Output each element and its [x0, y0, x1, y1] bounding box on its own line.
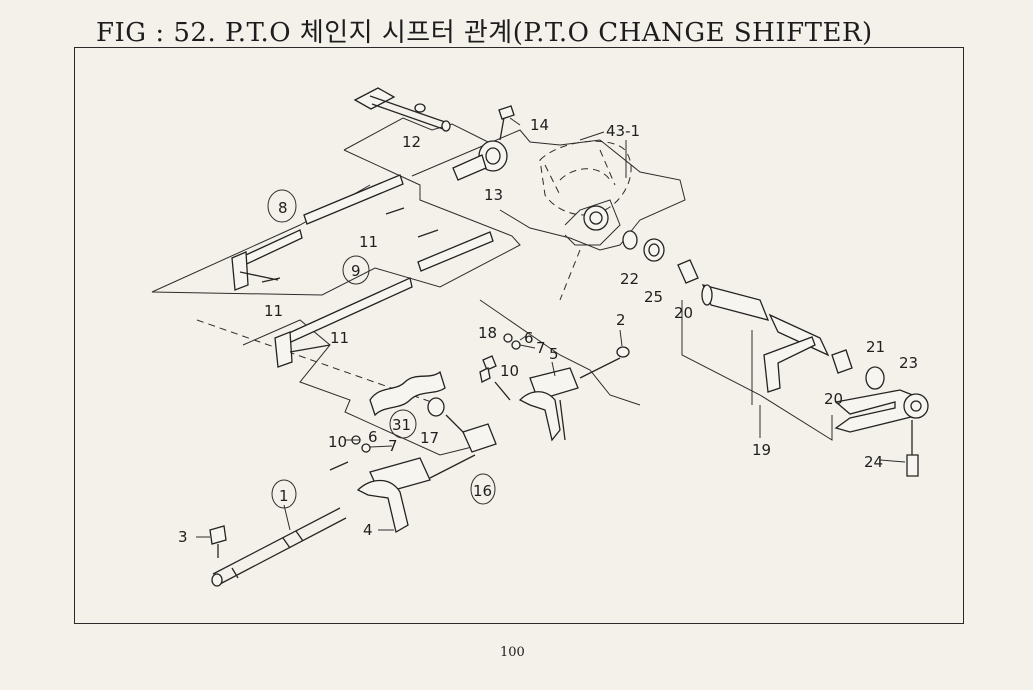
callout-labels: 8 9 11 11 11 12 13 14 43-1 22 25 20 2 18…	[178, 116, 918, 546]
callout-23: 23	[899, 354, 918, 372]
diagram-frame	[74, 47, 964, 624]
callout-10-b: 10	[328, 433, 347, 451]
callout-13: 13	[484, 186, 503, 204]
callout-31: 31	[392, 416, 411, 434]
part-31-plate	[369, 370, 446, 417]
callout-7-b: 7	[388, 437, 398, 455]
callout-19: 19	[752, 441, 771, 459]
callout-6-a: 6	[524, 329, 534, 347]
callout-4: 4	[363, 521, 373, 539]
callout-24: 24	[864, 453, 883, 471]
callout-2: 2	[616, 311, 626, 329]
part-1-shaft	[211, 507, 347, 587]
callout-6-b: 6	[368, 428, 378, 446]
part-22-ring	[622, 230, 638, 250]
page-number: 100	[500, 645, 525, 660]
callout-7-a: 7	[536, 339, 546, 357]
part-21-bushing	[865, 366, 885, 390]
plane-outlines	[151, 117, 833, 456]
part-11-pins	[261, 207, 439, 283]
part-5-shifter	[518, 357, 621, 442]
callout-1: 1	[279, 487, 289, 505]
callout-12: 12	[402, 133, 421, 151]
part-23-lever	[834, 389, 929, 455]
callout-8: 8	[278, 199, 288, 217]
callout-18: 18	[478, 324, 497, 342]
part-8-rod	[231, 174, 404, 291]
part-20-bushing	[677, 259, 699, 284]
part-9-rod	[274, 231, 494, 368]
callout-3: 3	[178, 528, 188, 546]
callout-22: 22	[620, 270, 639, 288]
callout-11-c: 11	[330, 329, 349, 347]
callout-20-b: 20	[824, 390, 843, 408]
callout-circles	[267, 189, 496, 509]
callout-21: 21	[866, 338, 885, 356]
page-title: FIG : 52. P.T.O 체인지 시프터 관계(P.T.O CHANGE …	[96, 18, 873, 48]
part-12-shaft	[353, 87, 451, 132]
leader-lines	[196, 117, 906, 538]
part-19-shaft-assembly	[701, 284, 830, 393]
callout-5: 5	[549, 345, 559, 363]
callout-9: 9	[351, 262, 361, 280]
part-16-block	[445, 414, 497, 453]
part-17-bushing	[427, 397, 445, 417]
part-13-lever	[452, 105, 515, 181]
part-3-bolt	[209, 525, 227, 558]
callout-43-1: 43-1	[606, 122, 640, 140]
part-24-pin	[906, 454, 919, 477]
callout-10-a: 10	[500, 362, 519, 380]
part-43-1-housing	[539, 140, 632, 301]
part-small-upper	[479, 333, 521, 401]
callout-17: 17	[420, 429, 439, 447]
callout-16: 16	[473, 482, 492, 500]
part-2-ball	[616, 346, 630, 358]
callout-11-b: 11	[264, 302, 283, 320]
callout-14: 14	[530, 116, 549, 134]
callout-25: 25	[644, 288, 663, 306]
callout-20-a: 20	[674, 304, 693, 322]
part-20-bushing-b	[831, 349, 853, 374]
callout-11-a: 11	[359, 233, 378, 251]
part-25-collar	[643, 238, 665, 262]
part-4-shifter	[329, 435, 476, 534]
